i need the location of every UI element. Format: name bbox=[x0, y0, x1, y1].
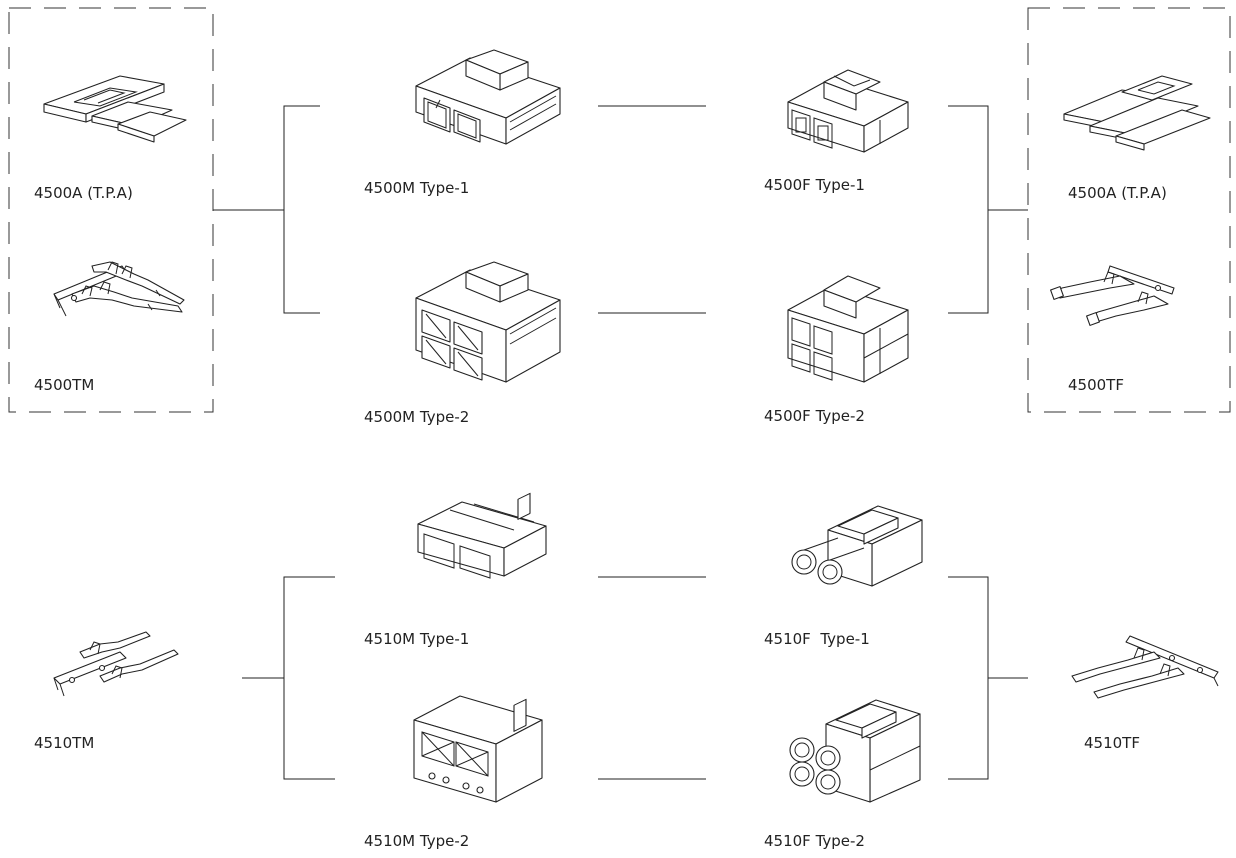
label-4500a-left: 4500A (T.P.A) bbox=[34, 184, 133, 202]
male-housing-4pin-icon bbox=[410, 258, 570, 388]
male-terminal-strip-icon bbox=[50, 618, 190, 708]
label-4500m-type1: 4500M Type-1 bbox=[364, 179, 469, 197]
male-terminal-strip-icon bbox=[52, 258, 192, 348]
female-housing-4pin-icon bbox=[786, 684, 926, 804]
label-4510tf: 4510TF bbox=[1084, 734, 1140, 752]
label-4500tm: 4500TM bbox=[34, 376, 94, 394]
tpa-terminal-group-left bbox=[9, 8, 213, 412]
female-housing-2pin-icon bbox=[788, 490, 928, 590]
male-housing-2pin-icon bbox=[414, 494, 554, 584]
label-4510f-type1: 4510F Type-1 bbox=[764, 630, 870, 648]
tpa-clip-icon bbox=[1062, 70, 1212, 150]
female-housing-2pin-icon bbox=[784, 66, 914, 156]
tpa-clip-icon bbox=[40, 70, 190, 150]
male-housing-4pin-icon bbox=[410, 686, 550, 806]
label-4500tf: 4500TF bbox=[1068, 376, 1124, 394]
tpa-terminal-group-right bbox=[1028, 8, 1230, 412]
label-4510m-type2: 4510M Type-2 bbox=[364, 832, 469, 850]
female-housing-4pin-icon bbox=[784, 270, 914, 386]
label-4500a-right: 4500A (T.P.A) bbox=[1068, 184, 1167, 202]
female-terminal-strip-icon bbox=[1050, 258, 1180, 338]
label-4500m-type2: 4500M Type-2 bbox=[364, 408, 469, 426]
female-terminal-strip-icon bbox=[1068, 628, 1228, 708]
label-4510m-type1: 4510M Type-1 bbox=[364, 630, 469, 648]
label-4510f-type2: 4510F Type-2 bbox=[764, 832, 865, 850]
male-housing-2pin-icon bbox=[410, 48, 570, 148]
label-4510tm: 4510TM bbox=[34, 734, 94, 752]
label-4500f-type1: 4500F Type-1 bbox=[764, 176, 865, 194]
label-4500f-type2: 4500F Type-2 bbox=[764, 407, 865, 425]
